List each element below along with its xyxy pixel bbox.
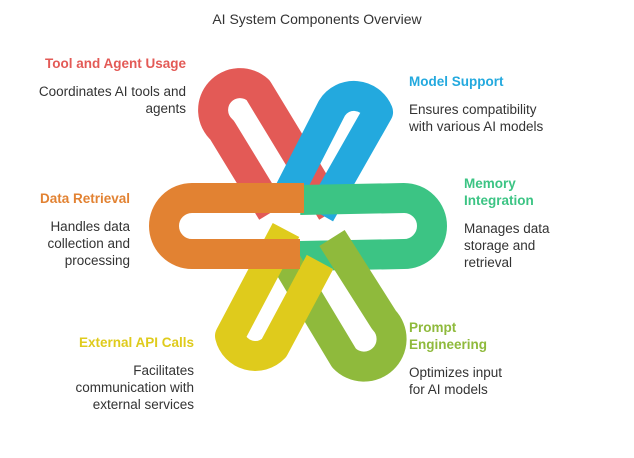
component-memory-description: Manages data storage and retrieval bbox=[464, 221, 550, 270]
component-prompt: Prompt Engineering Optimizes input for A… bbox=[409, 319, 519, 398]
component-data: Data Retrieval Handles data collection a… bbox=[20, 190, 130, 269]
component-prompt-description: Optimizes input for AI models bbox=[409, 365, 503, 397]
knot-loop-api bbox=[215, 222, 334, 371]
component-api-description: Facilitates communication with external … bbox=[75, 363, 194, 412]
diagram-title: AI System Components Overview bbox=[212, 11, 422, 27]
component-memory: Memory Integration Manages data storage … bbox=[464, 175, 574, 271]
component-memory-heading: Memory Integration bbox=[464, 176, 534, 208]
component-api-heading: External API Calls bbox=[78, 335, 194, 350]
component-prompt-heading: Prompt Engineering bbox=[409, 320, 488, 352]
component-model-heading: Model Support bbox=[409, 74, 504, 89]
knot-loop-model bbox=[276, 80, 393, 222]
component-api: External API Calls Facilitates communica… bbox=[44, 334, 194, 413]
component-model: Model Support Ensures compatibility with… bbox=[409, 73, 559, 135]
knot-loop-prompt bbox=[259, 229, 407, 382]
component-model-description: Ensures compatibility with various AI mo… bbox=[409, 102, 544, 134]
component-tool: Tool and Agent Usage Coordinates AI tool… bbox=[36, 55, 186, 117]
component-data-heading: Data Retrieval bbox=[39, 191, 130, 206]
knot-loop-tool bbox=[198, 68, 345, 220]
knot-loop-data bbox=[149, 183, 304, 269]
knot-loop-memory bbox=[299, 183, 447, 271]
component-tool-heading: Tool and Agent Usage bbox=[44, 56, 186, 71]
component-data-description: Handles data collection and processing bbox=[47, 219, 130, 268]
component-tool-description: Coordinates AI tools and agents bbox=[38, 84, 186, 116]
